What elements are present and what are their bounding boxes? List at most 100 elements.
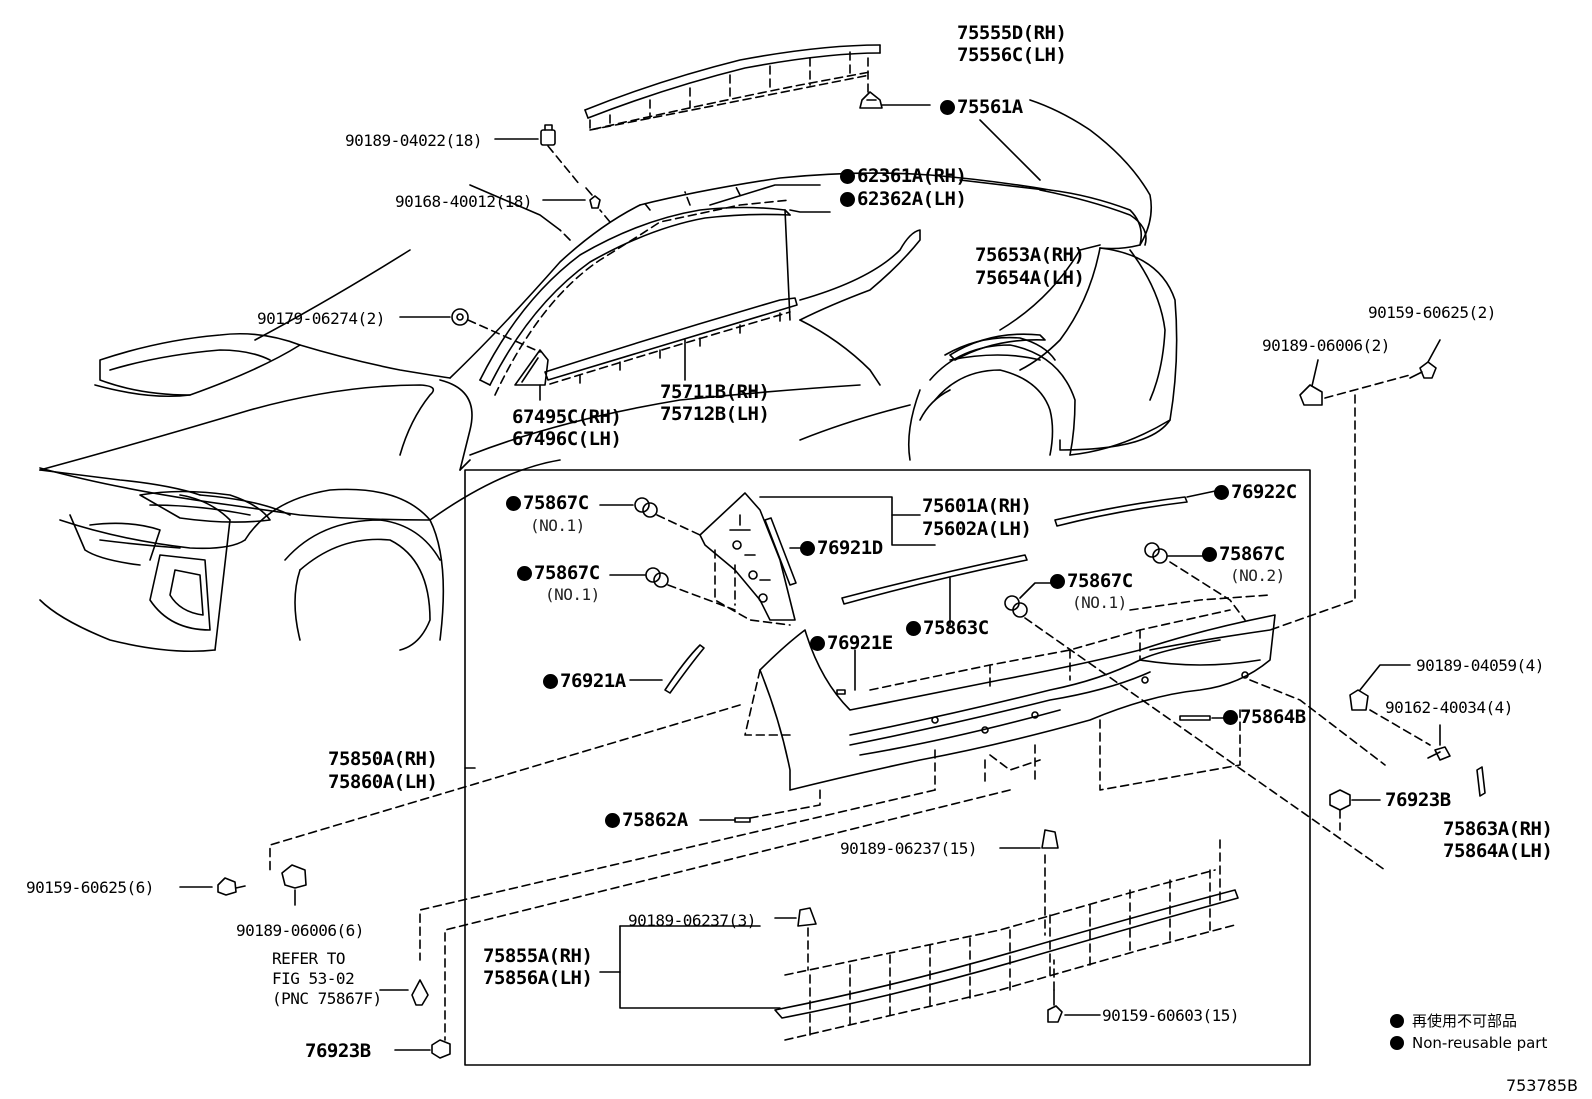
screw-90168-40012 — [585, 187, 601, 209]
belt-molding — [544, 297, 798, 386]
roof-clip-75561a — [859, 91, 883, 109]
roof-molding — [584, 44, 881, 131]
label-75860a: 75860A(LH) — [328, 771, 438, 793]
refer-clip-75867f — [411, 979, 429, 1006]
label-90189-04022: 90189-04022(18) — [345, 131, 483, 150]
label-62361a: 62361A(RH) — [840, 165, 967, 187]
label-75602a: 75602A(LH) — [922, 518, 1032, 540]
pillar-garnish — [699, 492, 796, 626]
non-reusable-dot — [840, 192, 855, 207]
label-90189-06237-15: 90189-06237(15) — [840, 839, 978, 858]
strip-75863c — [841, 554, 1028, 605]
label-75862a: 75862A — [605, 809, 688, 831]
label-75712b: 75712B(LH) — [660, 403, 770, 425]
clip-90189-06237-top — [1041, 829, 1059, 849]
label-90189-06237-3: 90189-06237(3) — [628, 911, 756, 930]
clip-90189-06006-left — [281, 864, 307, 889]
non-reusable-dot — [906, 621, 921, 636]
label-75867c-c: 75867C — [1050, 570, 1133, 592]
label-76921a: 76921A — [543, 670, 626, 692]
label-76923b-right: 76923B — [1385, 789, 1451, 811]
non-reusable-dot — [810, 636, 825, 651]
label-75863c: 75863C — [906, 617, 989, 639]
clip-75864b — [1179, 715, 1211, 721]
label-90189-06006-6: 90189-06006(6) — [236, 921, 364, 940]
label-75850a: 75850A(RH) — [328, 748, 438, 770]
non-reusable-dot — [1390, 1036, 1404, 1050]
label-75863a: 75863A(RH) — [1443, 818, 1553, 840]
label-75556c: 75556C(LH) — [957, 44, 1067, 66]
strip-76921a — [664, 644, 705, 694]
refer-line-2: FIG 53-02 — [272, 969, 355, 988]
label-62362a: 62362A(LH) — [840, 188, 967, 210]
non-reusable-dot — [605, 813, 620, 828]
nut-76923b-right — [1329, 789, 1351, 811]
clip-75862a — [734, 817, 751, 823]
clip-90189-06006-right — [1299, 384, 1323, 406]
refer-line-3: (PNC 75867F) — [272, 989, 382, 1008]
screw-90159-60625-left — [217, 877, 246, 896]
non-reusable-dot — [840, 169, 855, 184]
clip-75867c-d — [1144, 542, 1168, 564]
clip-75867c-a — [634, 497, 658, 518]
non-reusable-dot — [1202, 547, 1217, 562]
non-reusable-dot — [543, 674, 558, 689]
strip-76922c — [1054, 496, 1188, 527]
label-75867c-d-no2: (NO.2) — [1230, 566, 1285, 585]
car-body-outline — [39, 99, 1178, 653]
label-75654a: 75654A(LH) — [975, 267, 1085, 289]
label-75711b: 75711B(RH) — [660, 381, 770, 403]
nut-76923b-bottom — [431, 1039, 451, 1059]
non-reusable-dot — [517, 566, 532, 581]
figure-code: 753785B — [1505, 1076, 1578, 1095]
label-75856a: 75856A(LH) — [483, 967, 593, 989]
label-75867c-b: 75867C — [517, 562, 600, 584]
clip-90189-04059 — [1349, 689, 1369, 711]
label-90189-04059: 90189-04059(4) — [1416, 656, 1544, 675]
non-reusable-dot — [1050, 574, 1065, 589]
label-67495c: 67495C(RH) — [512, 406, 622, 428]
label-76921d: 76921D — [800, 537, 883, 559]
non-reusable-dot — [1214, 485, 1229, 500]
legend-jp: 再使用不可部品 — [1390, 1010, 1517, 1031]
label-75855a: 75855A(RH) — [483, 945, 593, 967]
label-75555d: 75555D(RH) — [957, 22, 1067, 44]
label-90162-40034: 90162-40034(4) — [1385, 698, 1513, 717]
non-reusable-dot — [1223, 710, 1238, 725]
label-76923b-bottom: 76923B — [305, 1040, 371, 1062]
label-75561a: 75561A — [940, 96, 1023, 118]
legend-en: Non-reusable part — [1390, 1034, 1547, 1052]
screw-90159-60625-right — [1409, 361, 1437, 379]
non-reusable-dot — [1390, 1014, 1404, 1028]
non-reusable-dot — [506, 496, 521, 511]
label-75867c-a: 75867C — [506, 492, 589, 514]
clip-90189-06237-mid — [797, 907, 817, 927]
door-frame-molding — [479, 184, 831, 396]
label-90179-06274: 90179-06274(2) — [257, 309, 385, 328]
clip-75867c-c — [1004, 595, 1028, 618]
screw-90162-40034 — [1427, 746, 1451, 761]
label-76921e: 76921E — [810, 632, 893, 654]
label-75601a: 75601A(RH) — [922, 495, 1032, 517]
strip-76921d — [764, 517, 797, 586]
rocker-sill — [774, 839, 1239, 1041]
label-76922c: 76922C — [1214, 481, 1297, 503]
screw-90159-60603 — [1047, 989, 1063, 1023]
label-75653a: 75653A(RH) — [975, 244, 1085, 266]
label-75867c-c-no1: (NO.1) — [1072, 593, 1127, 612]
label-90159-60625-6: 90159-60625(6) — [26, 878, 154, 897]
clip-76921e — [836, 689, 846, 695]
pin-75863a — [1476, 766, 1486, 797]
label-90159-60603: 90159-60603(15) — [1102, 1006, 1240, 1025]
corner-piece-67495c — [514, 349, 549, 386]
non-reusable-dot — [800, 541, 815, 556]
non-reusable-dot — [940, 100, 955, 115]
label-67496c: 67496C(LH) — [512, 428, 622, 450]
clip-90189-04022 — [540, 129, 556, 146]
label-90159-60625-2: 90159-60625(2) — [1368, 303, 1496, 322]
label-90189-06006-2: 90189-06006(2) — [1262, 336, 1390, 355]
fender-arch-molding — [949, 333, 1046, 361]
label-75867c-a-no1: (NO.1) — [530, 516, 585, 535]
refer-line-1: REFER TO — [272, 949, 346, 968]
